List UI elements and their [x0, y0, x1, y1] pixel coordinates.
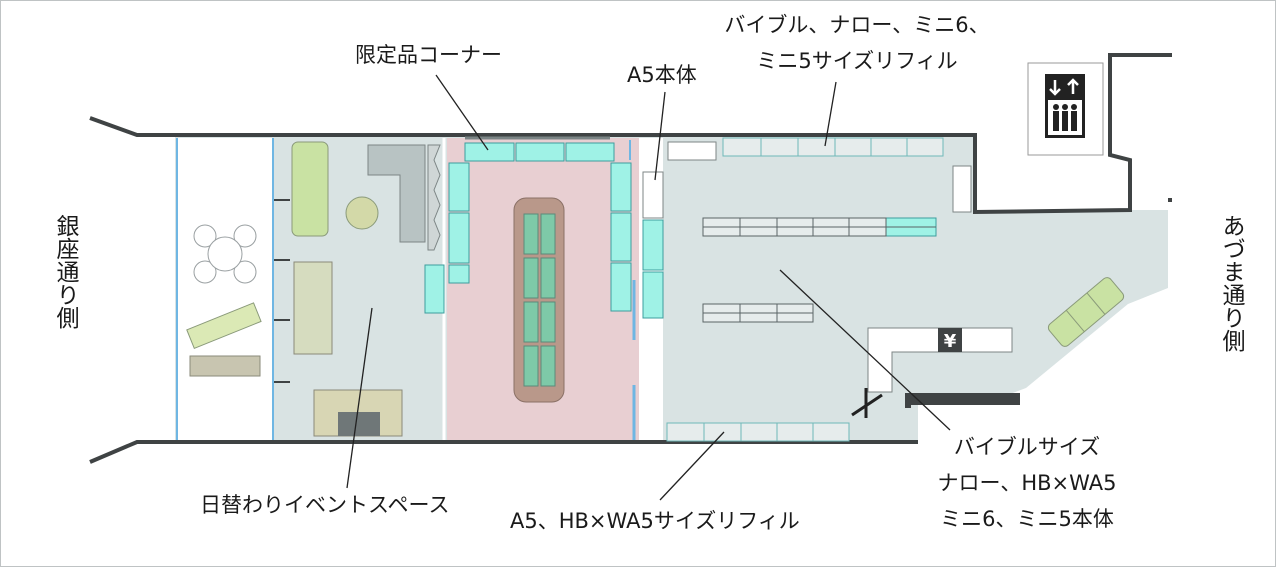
side-table	[338, 412, 380, 436]
cashier-counter	[867, 327, 1013, 393]
display-case	[667, 141, 717, 161]
cashier-back-wall	[910, 393, 1020, 405]
a5-body-label: A5本体	[627, 63, 697, 87]
terrace-bench	[186, 302, 262, 350]
terrace-table-set	[193, 224, 257, 284]
display-case	[952, 165, 972, 213]
entrance-mark	[851, 388, 883, 418]
south-wall	[89, 440, 918, 464]
top-refill-label: バイブル、ナロー、ミニ6、 ミニ5サイズリフィル	[724, 13, 990, 73]
register-icon	[938, 328, 962, 352]
a5-body-case	[642, 171, 664, 219]
sofa	[291, 141, 329, 237]
ginza-side-label: 銀座通り側	[52, 214, 78, 329]
body-sizes-label: バイブルサイズ ナロー、HB×WA5 ミニ6、ミニ5本体	[937, 435, 1117, 531]
leader-lines	[346, 74, 951, 501]
central-table-display	[523, 213, 556, 387]
register-symbol: ¥	[944, 331, 957, 352]
azuma-side-label: あづま通り側	[1218, 214, 1244, 352]
sofa	[367, 144, 426, 243]
limited-corner-label: 限定品コーナー	[355, 43, 502, 67]
display-table	[293, 261, 333, 355]
event-space-label: 日替わりイベントスペース	[200, 493, 450, 517]
bottom-refill-label: A5、HB×WA5サイズリフィル	[510, 509, 800, 533]
terrace-seating-area	[178, 138, 273, 440]
round-table	[345, 196, 379, 230]
entrance-vestibule	[135, 136, 175, 441]
north-wall	[89, 53, 1172, 215]
curtain	[427, 144, 441, 251]
entrance-sofa	[1047, 277, 1125, 347]
central-table	[513, 197, 565, 403]
terrace-bench	[189, 355, 261, 377]
